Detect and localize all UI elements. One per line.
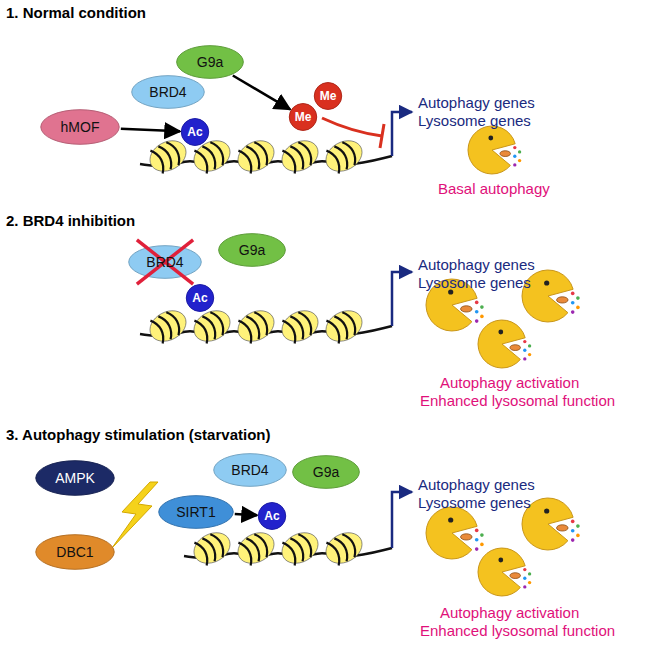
promoter-arrow — [392, 272, 412, 326]
gene-label: Autophagy genes — [418, 94, 535, 111]
inhibition-line — [322, 118, 382, 136]
protein-ellipse: DBC1 — [35, 534, 115, 570]
protein-ellipse: SIRT1 — [158, 495, 234, 529]
node-text: G9a — [313, 464, 339, 480]
gene-label: Autophagy genes — [418, 256, 535, 273]
outcome-label: Basal autophagy — [438, 180, 550, 197]
nucleosome — [189, 527, 236, 570]
node-text: DBC1 — [56, 544, 93, 560]
outcome-label: Autophagy activation — [440, 604, 579, 621]
arrow-connector — [235, 514, 257, 515]
node-text: BRD4 — [146, 254, 183, 270]
node-text: BRD4 — [149, 84, 186, 100]
node-text: Ac — [187, 125, 202, 139]
acetyl-mark: Ac — [186, 284, 214, 312]
acetyl-mark: Ac — [181, 118, 209, 146]
node-text: AMPK — [55, 470, 95, 486]
node-text: G9a — [197, 54, 223, 70]
arrow-connector — [121, 129, 180, 132]
nucleosome — [321, 527, 368, 570]
autophagosome-pacman — [468, 126, 521, 174]
promoter-arrow — [392, 112, 412, 156]
panel-title: 3. Autophagy stimulation (starvation) — [6, 426, 270, 443]
protein-ellipse: BRD4 — [131, 75, 205, 109]
nucleosome — [233, 135, 280, 178]
protein-ellipse: AMPK — [35, 460, 115, 496]
autophagosome-pacman — [478, 548, 531, 596]
node-text: Me — [295, 110, 312, 124]
gene-label: Lysosome genes — [418, 494, 531, 511]
outcome-label: Enhanced lysosomal function — [420, 622, 615, 639]
methyl-mark: Me — [289, 103, 317, 131]
panel-title: 2. BRD4 inhibition — [6, 212, 135, 229]
arrow-connector — [233, 75, 290, 109]
promoter-arrow — [392, 492, 412, 548]
outcome-label: Autophagy activation — [440, 374, 579, 391]
protein-ellipse: G9a — [292, 455, 360, 489]
node-text: Ac — [192, 291, 207, 305]
node-text: BRD4 — [231, 462, 268, 478]
nucleosome — [145, 305, 192, 348]
gene-label: Lysosome genes — [418, 274, 531, 291]
inhibition-bar — [380, 124, 384, 148]
nucleosome — [277, 135, 324, 178]
nucleosome — [321, 135, 368, 178]
panel-title: 1. Normal condition — [6, 4, 146, 21]
nucleosome — [233, 305, 280, 348]
nucleosome — [277, 305, 324, 348]
protein-ellipse: BRD4 — [128, 245, 202, 279]
autophagosome-pacman — [478, 320, 531, 368]
acetyl-mark: Ac — [258, 502, 286, 530]
lightning-bolt — [112, 482, 158, 548]
protein-ellipse: BRD4 — [213, 453, 287, 487]
gene-label: Autophagy genes — [418, 476, 535, 493]
nucleosome — [321, 305, 368, 348]
node-text: Ac — [264, 509, 279, 523]
nucleosome — [233, 527, 280, 570]
nucleosome — [277, 527, 324, 570]
protein-ellipse: G9a — [218, 233, 286, 267]
outcome-label: Enhanced lysosomal function — [420, 392, 615, 409]
node-text: G9a — [239, 242, 265, 258]
protein-ellipse: G9a — [176, 45, 244, 79]
gene-label: Lysosome genes — [418, 112, 531, 129]
node-text: SIRT1 — [176, 504, 215, 520]
node-text: hMOF — [61, 119, 100, 135]
autophagosome-pacman — [426, 507, 484, 559]
methyl-mark: Me — [314, 82, 342, 110]
protein-ellipse: hMOF — [40, 109, 120, 145]
node-text: Me — [320, 89, 337, 103]
